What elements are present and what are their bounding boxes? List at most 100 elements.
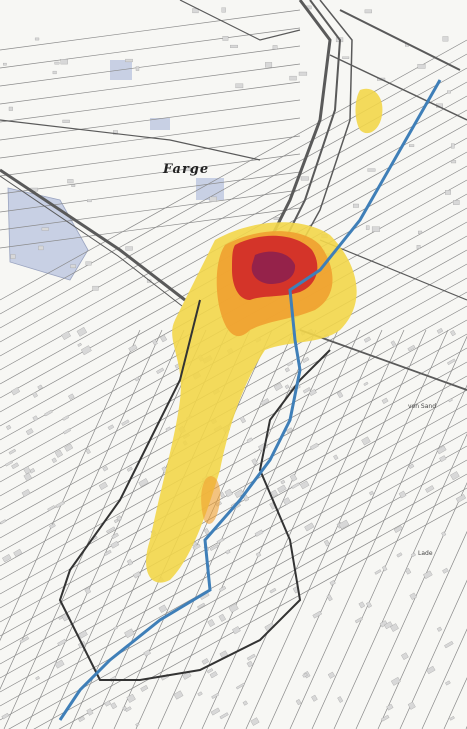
street-line [113, 329, 295, 729]
place-label-farge: Farge [162, 162, 209, 177]
street-line [0, 135, 301, 177]
building [78, 716, 85, 723]
building [121, 419, 130, 426]
building [104, 549, 112, 556]
street-line [3, 329, 185, 729]
building [444, 640, 454, 649]
building [235, 83, 244, 89]
building [209, 196, 217, 202]
street-line [0, 63, 301, 105]
building [323, 539, 330, 547]
building [363, 381, 369, 386]
building [342, 56, 350, 59]
building [201, 658, 209, 665]
street-line [0, 329, 163, 690]
building [85, 448, 91, 455]
building [284, 384, 290, 390]
street-line [0, 81, 467, 343]
building [158, 604, 168, 613]
building [197, 691, 203, 697]
building [1, 712, 10, 720]
street-line [179, 329, 361, 729]
building [113, 130, 118, 135]
street-line [0, 459, 467, 721]
building [302, 672, 308, 678]
street-line [377, 530, 467, 729]
street-line [135, 329, 317, 729]
building [19, 636, 30, 644]
building [49, 523, 56, 529]
building [13, 548, 23, 558]
building [107, 424, 115, 431]
building [156, 367, 165, 374]
street-line [399, 579, 467, 729]
building [361, 436, 371, 446]
building [246, 660, 254, 668]
street-line [25, 329, 207, 729]
building [3, 62, 7, 66]
street-line [0, 153, 301, 195]
building [284, 367, 290, 373]
building [411, 552, 416, 558]
street-line [289, 335, 467, 729]
building [390, 340, 397, 348]
building [295, 699, 302, 706]
building [396, 552, 403, 558]
building [298, 71, 308, 76]
building [250, 717, 260, 726]
building [390, 676, 401, 686]
building [106, 526, 116, 534]
building [85, 261, 92, 266]
building [265, 62, 273, 68]
building [61, 331, 71, 340]
plume-hotspot [251, 251, 296, 284]
building [41, 227, 49, 231]
building [312, 610, 322, 619]
building [116, 515, 122, 521]
building [254, 529, 264, 537]
building [365, 225, 370, 230]
building [126, 559, 133, 566]
plume-north-spot [355, 88, 383, 134]
building [224, 488, 233, 498]
building [87, 199, 92, 203]
street-line [0, 207, 301, 249]
building [246, 437, 253, 443]
building [277, 484, 287, 493]
building [111, 532, 119, 539]
building [353, 203, 359, 208]
street-line [0, 291, 467, 553]
building [272, 45, 278, 50]
building [86, 708, 94, 716]
building [417, 64, 426, 69]
building [80, 345, 92, 356]
pond-small-2 [196, 178, 224, 200]
building [234, 489, 245, 499]
building [124, 628, 135, 639]
street-line [0, 9, 301, 51]
building [5, 424, 12, 430]
building [0, 519, 7, 525]
building [185, 166, 191, 172]
street-line [33, 487, 467, 729]
building [210, 707, 221, 716]
building [110, 702, 118, 710]
building [55, 500, 65, 509]
contamination-plume [146, 88, 383, 583]
building [98, 481, 108, 490]
building [128, 344, 138, 353]
building [126, 466, 133, 472]
building [291, 482, 300, 489]
street-line [355, 482, 467, 729]
building [425, 485, 435, 493]
building [10, 254, 16, 259]
street-line [0, 389, 467, 651]
building [206, 668, 214, 674]
pond-small-3 [150, 118, 170, 130]
building [216, 537, 225, 544]
building [380, 714, 390, 722]
building [309, 442, 319, 451]
building [251, 458, 258, 466]
building [209, 671, 218, 679]
